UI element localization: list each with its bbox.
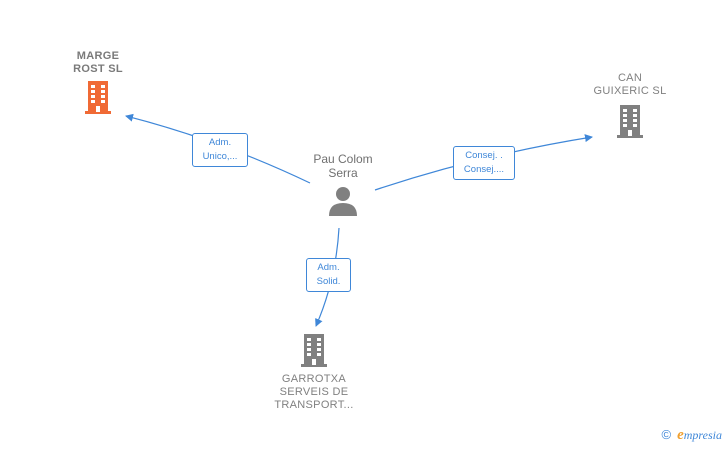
person-icon [329, 187, 357, 216]
building-icon [85, 81, 111, 114]
relation-badge-garrotxa[interactable]: Adm. Solid. [306, 258, 351, 292]
empresia-logo[interactable]: © empresia [662, 427, 723, 444]
relation-garrotxa-line2: Solid. [316, 276, 341, 287]
brand-initial: e [677, 427, 684, 443]
relation-can-line1: Consej. . [465, 150, 503, 161]
relation-can-line2: Consej.... [463, 164, 505, 175]
building-icon [301, 334, 327, 367]
building-icon [617, 105, 643, 138]
company-can-name-line2: GUIXERIC SL [593, 85, 667, 97]
company-can-name-line1: CAN [617, 72, 643, 84]
company-can-guixeric[interactable]: CAN GUIXERIC SL [580, 72, 680, 139]
company-marge-name-line2: ROST SL [73, 63, 123, 75]
relation-marge-line1: Adm. [208, 137, 232, 148]
company-marge-name-line1: MARGE [76, 50, 120, 62]
company-garrotxa-name-line1: GARROTXA [281, 373, 347, 385]
copyright-icon: © [661, 427, 672, 442]
relation-badge-can[interactable]: Consej. . Consej.... [453, 146, 515, 180]
brand-name: mpresia [683, 428, 722, 442]
relation-marge-line2: Unico,... [202, 151, 238, 162]
company-garrotxa-name-line3: TRANSPORT... [274, 399, 354, 411]
company-marge-rost[interactable]: MARGE ROST SL [58, 50, 138, 115]
company-garrotxa-name-line2: SERVEIS DE [279, 386, 349, 398]
company-garrotxa[interactable]: GARROTXA SERVEIS DE TRANSPORT... [258, 332, 370, 412]
person-name-line2: Serra [328, 166, 358, 180]
person-name-line1: Pau Colom [313, 152, 373, 166]
relation-garrotxa-line1: Adm. [317, 262, 340, 273]
relation-badge-marge[interactable]: Adm. Unico,... [192, 133, 248, 167]
person-pau-colom-serra[interactable]: Pau Colom Serra [293, 152, 393, 217]
